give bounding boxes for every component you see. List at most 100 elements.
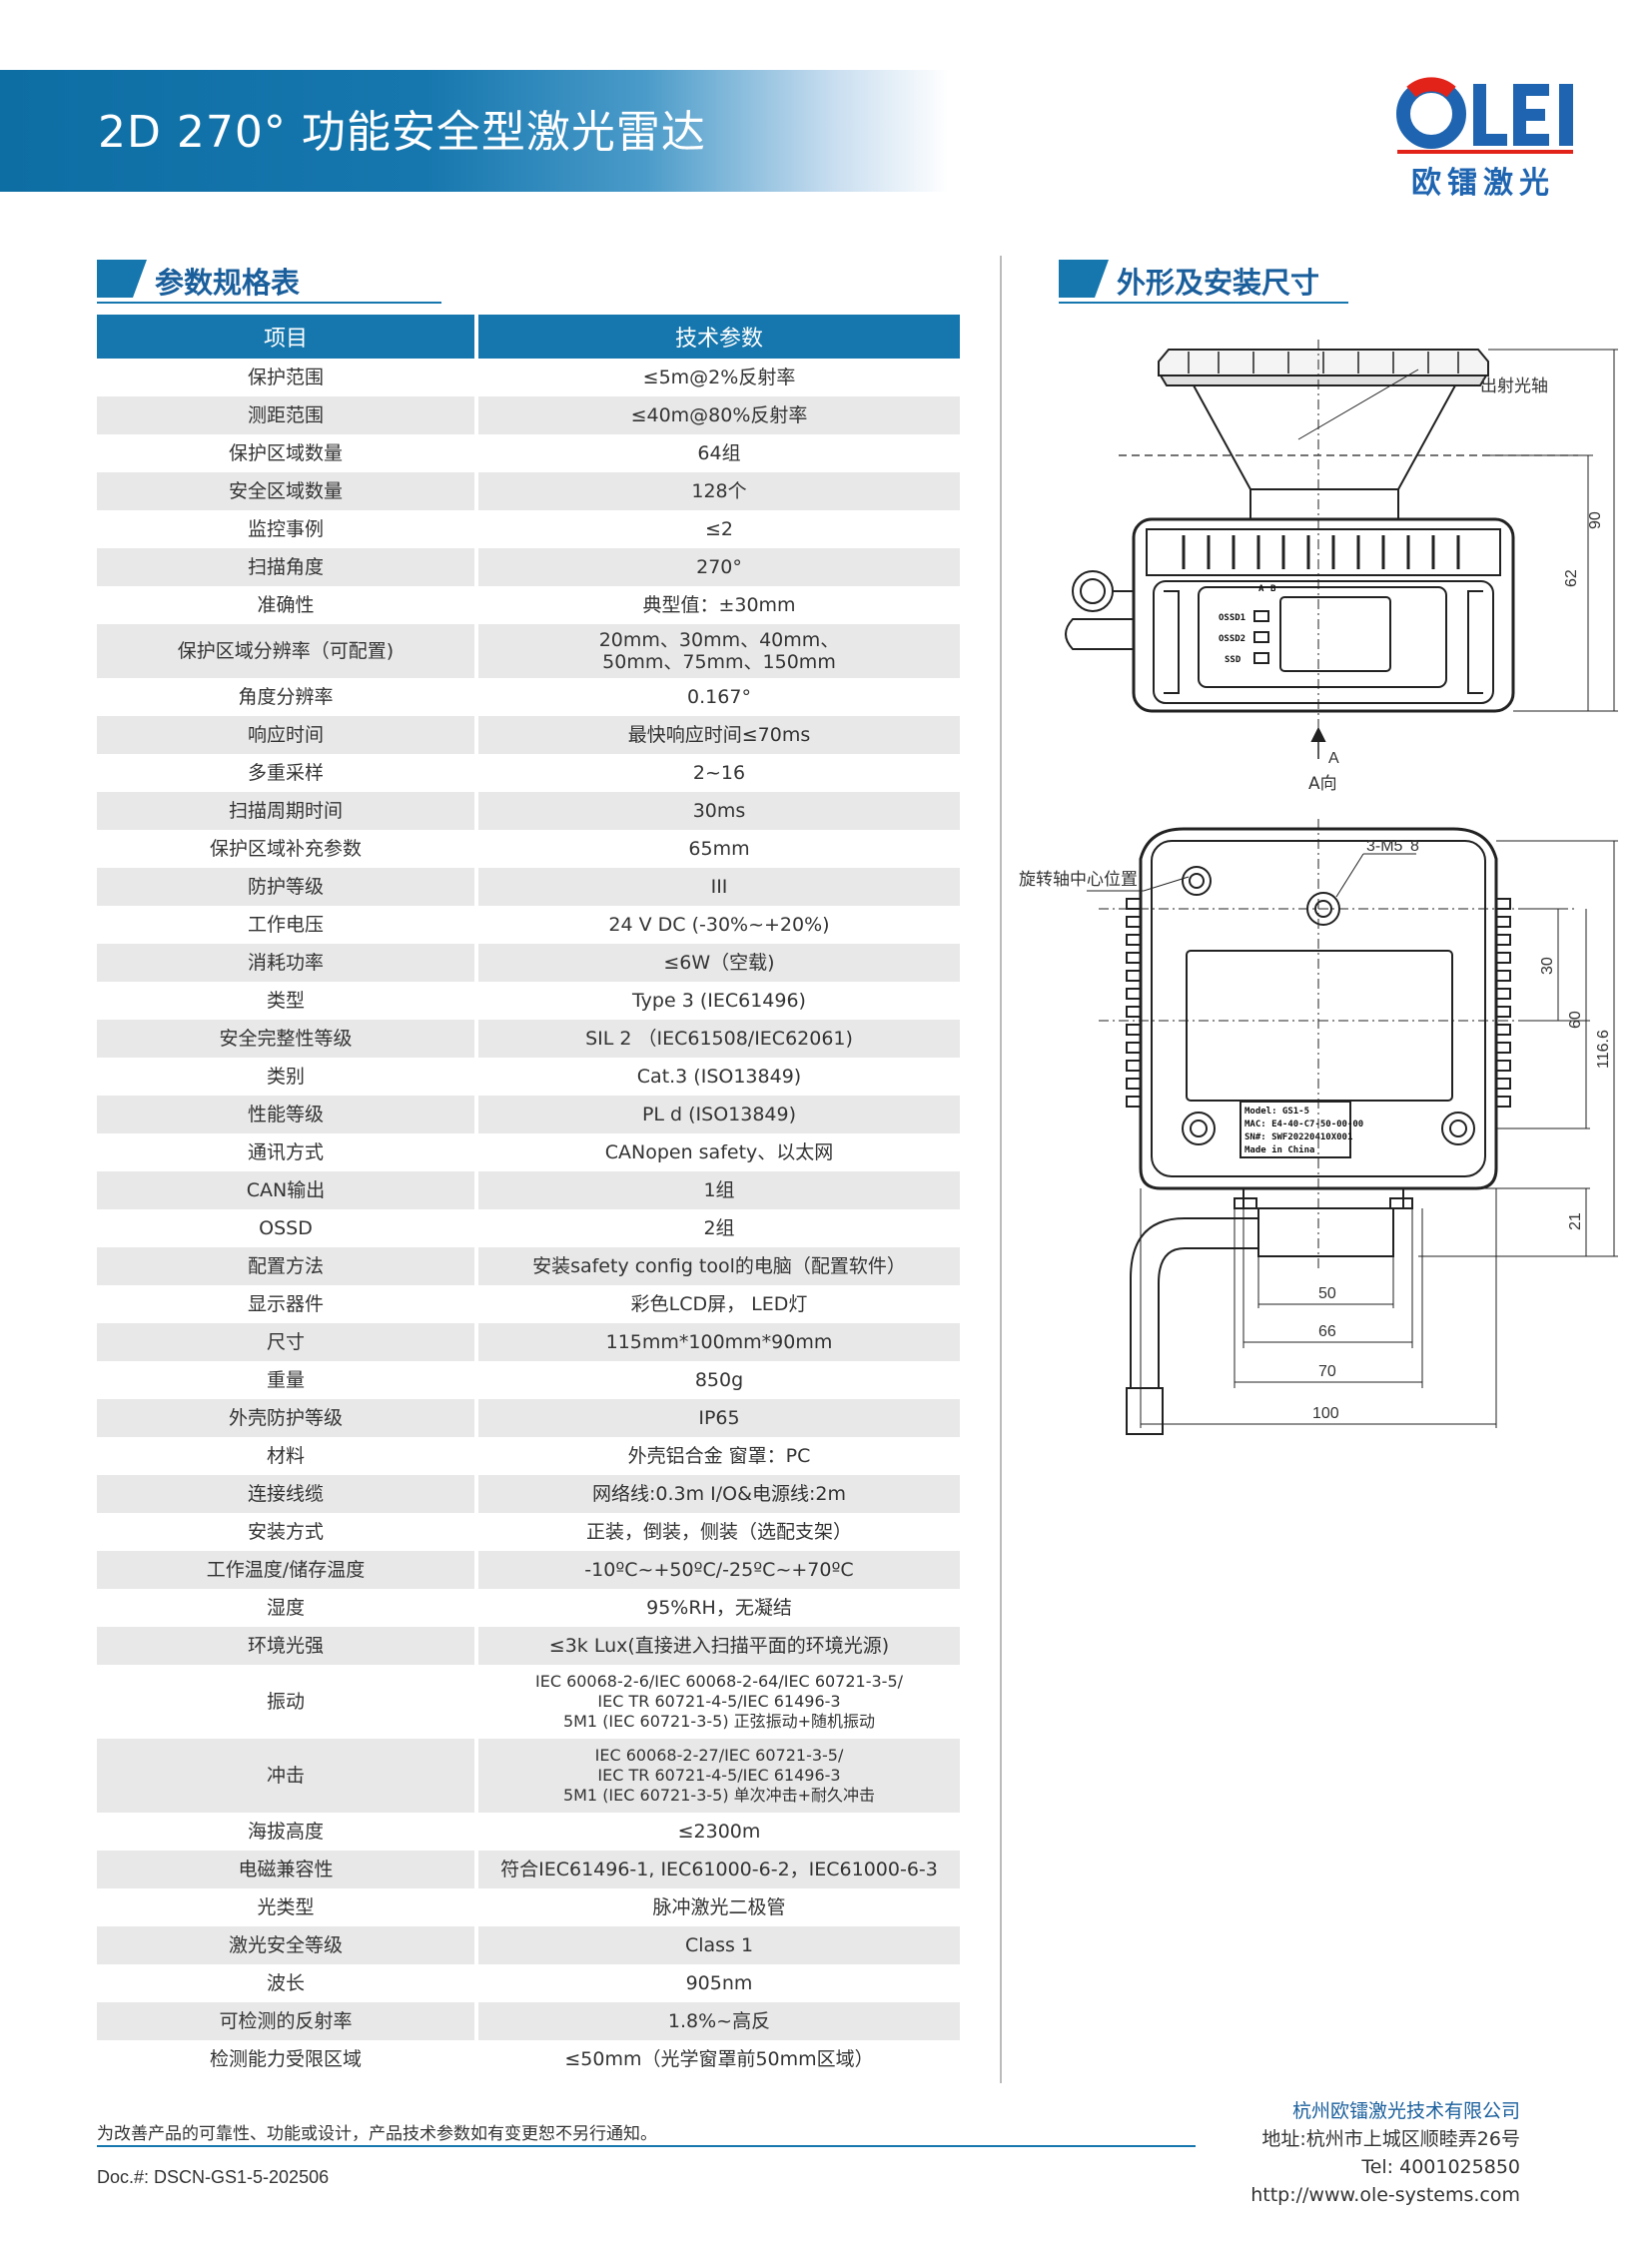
spec-value-line: 905nm xyxy=(685,1972,753,1994)
spec-value: 最快响应时间≤70ms xyxy=(478,716,960,754)
spec-value: ≤3k Lux(直接进入扫描平面的环境光源) xyxy=(478,1627,960,1665)
spec-item: 消耗功率 xyxy=(97,944,478,982)
spec-value: IEC 60068-2-27/IEC 60721-3-5/IEC TR 6072… xyxy=(478,1739,960,1813)
spec-value-line: IEC TR 60721-4-5/IEC 61496-3 xyxy=(597,1766,841,1785)
spec-row: 类型 Type 3 (IEC61496) xyxy=(97,982,960,1020)
spec-value: 正装，倒装，侧装（选配支架） xyxy=(478,1513,960,1551)
spec-value: III xyxy=(478,868,960,906)
spec-row: 安全完整性等级 SIL 2 （IEC61508/IEC62061) xyxy=(97,1020,960,1058)
spec-item: 安装方式 xyxy=(97,1513,478,1551)
spec-item: 振动 xyxy=(97,1665,478,1739)
spec-value: 64组 xyxy=(478,434,960,472)
spec-value-line: 正装，倒装，侧装（选配支架） xyxy=(585,1521,852,1543)
panel-col-b: B xyxy=(1270,584,1276,594)
company-info: 杭州欧镭激光技术有限公司 地址:杭州市上城区顺睦弄26号 Tel: 400102… xyxy=(1250,2097,1520,2209)
spec-item: 安全完整性等级 xyxy=(97,1020,478,1058)
thread-depth-label: 8 xyxy=(1410,838,1419,855)
spec-value: 30ms xyxy=(478,792,960,830)
spec-value: 2组 xyxy=(478,1209,960,1247)
spec-item: 尺寸 xyxy=(97,1323,478,1361)
spec-value: 20mm、30mm、40mm、50mm、75mm、150mm xyxy=(478,624,960,678)
spec-row: 连接线缆网络线:0.3m I/O&电源线:2m xyxy=(97,1475,960,1513)
spec-value-line: 64组 xyxy=(697,442,741,464)
panel-ossd1: OSSD1 xyxy=(1219,613,1245,623)
col-header-item: 项目 xyxy=(97,315,478,359)
spec-item: 工作温度/储存温度 xyxy=(97,1551,478,1589)
spec-item: 海拔高度 xyxy=(97,1813,478,1851)
nameplate-line-1: Model: GS1-5 xyxy=(1244,1107,1309,1117)
spec-value-line: ≤6W（空载) xyxy=(663,952,775,974)
dim-60: 60 xyxy=(1567,1011,1584,1029)
spec-item: 工作电压 xyxy=(97,906,478,944)
spec-value: Cat.3 (ISO13849) xyxy=(478,1058,960,1096)
spec-value-line: III xyxy=(710,876,728,898)
spec-value: 外壳铝合金 窗罩：PC xyxy=(478,1437,960,1475)
spec-item: 监控事例 xyxy=(97,510,478,548)
company-tel: Tel: 4001025850 xyxy=(1361,2156,1520,2178)
spec-value-line: 128个 xyxy=(691,480,747,502)
spec-value-line: IP65 xyxy=(698,1407,740,1429)
spec-value: 2~16 xyxy=(478,754,960,792)
spec-item: 类别 xyxy=(97,1058,478,1096)
spec-row: 安装方式 正装，倒装，侧装（选配支架） xyxy=(97,1513,960,1551)
spec-value: ≤50mm（光学窗罩前50mm区域） xyxy=(478,2040,960,2078)
arrow-a-label: A xyxy=(1328,750,1339,767)
spec-row: 保护区域分辨率（可配置)20mm、30mm、40mm、50mm、75mm、150… xyxy=(97,624,960,678)
spec-value-line: ≤50mm（光学窗罩前50mm区域） xyxy=(564,2048,874,2070)
dim-116-6: 116.6 xyxy=(1595,1030,1612,1069)
dim-70: 70 xyxy=(1318,1363,1336,1380)
company-name: 杭州欧镭激光技术有限公司 xyxy=(1291,2100,1520,2122)
spec-value: 0.167° xyxy=(478,678,960,716)
spec-value-line: 2组 xyxy=(703,1217,735,1239)
spec-item: 材料 xyxy=(97,1437,478,1475)
company-logo: 欧镭激光 xyxy=(1393,66,1593,201)
spec-value-line: 网络线:0.3m I/O&电源线:2m xyxy=(592,1483,846,1505)
spec-row: 海拔高度≤2300m xyxy=(97,1813,960,1851)
spec-value: Type 3 (IEC61496) xyxy=(478,982,960,1020)
spec-value-line: 典型值：±30mm xyxy=(642,594,796,616)
spec-value-line: 270° xyxy=(696,556,742,578)
spec-value-line: IEC 60068-2-27/IEC 60721-3-5/ xyxy=(594,1746,844,1765)
spec-value-line: ≤40m@80%反射率 xyxy=(630,404,808,426)
spec-value: 850g xyxy=(478,1361,960,1399)
spec-value: 24 V DC (-30%~+20%) xyxy=(478,906,960,944)
exit-axis-label: 出射光轴 xyxy=(1480,376,1548,396)
spec-value-line: SIL 2 （IEC61508/IEC62061) xyxy=(585,1028,853,1050)
spec-table-header: 项目 技术参数 xyxy=(97,315,960,359)
spec-value: ≤5m@2%反射率 xyxy=(478,359,960,396)
spec-row: 测距范围≤40m@80%反射率 xyxy=(97,396,960,434)
spec-item: 保护区域数量 xyxy=(97,434,478,472)
panel-col-a: A xyxy=(1258,584,1264,594)
spec-value-line: Type 3 (IEC61496) xyxy=(632,990,806,1012)
spec-value: 128个 xyxy=(478,472,960,510)
spec-value: 典型值：±30mm xyxy=(478,586,960,624)
spec-value-line: 彩色LCD屏， LED灯 xyxy=(630,1293,808,1315)
spec-value-line: ≤3k Lux(直接进入扫描平面的环境光源) xyxy=(548,1635,890,1657)
spec-value: PL d (ISO13849) xyxy=(478,1096,960,1133)
spec-value-line: 0.167° xyxy=(687,686,751,708)
header-banner xyxy=(0,70,949,192)
company-url[interactable]: http://www.ole-systems.com xyxy=(1250,2184,1520,2206)
spec-value-line: 外壳铝合金 窗罩：PC xyxy=(627,1445,811,1467)
spec-item: 类型 xyxy=(97,982,478,1020)
dim-50: 50 xyxy=(1318,1285,1336,1302)
spec-row: 准确性典型值：±30mm xyxy=(97,586,960,624)
spec-value: 网络线:0.3m I/O&电源线:2m xyxy=(478,1475,960,1513)
spec-row: 消耗功率 ≤6W（空载) xyxy=(97,944,960,982)
spec-value: ≤2 xyxy=(478,510,960,548)
spec-value: ≤6W（空载) xyxy=(478,944,960,982)
document-number: Doc.#: DSCN-GS1-5-202506 xyxy=(97,2167,330,2187)
spec-row: 检测能力受限区域 ≤50mm（光学窗罩前50mm区域） xyxy=(97,2040,960,2078)
spec-item: 检测能力受限区域 xyxy=(97,2040,478,2078)
heading-underline xyxy=(97,302,441,304)
spec-value: 115mm*100mm*90mm xyxy=(478,1323,960,1361)
